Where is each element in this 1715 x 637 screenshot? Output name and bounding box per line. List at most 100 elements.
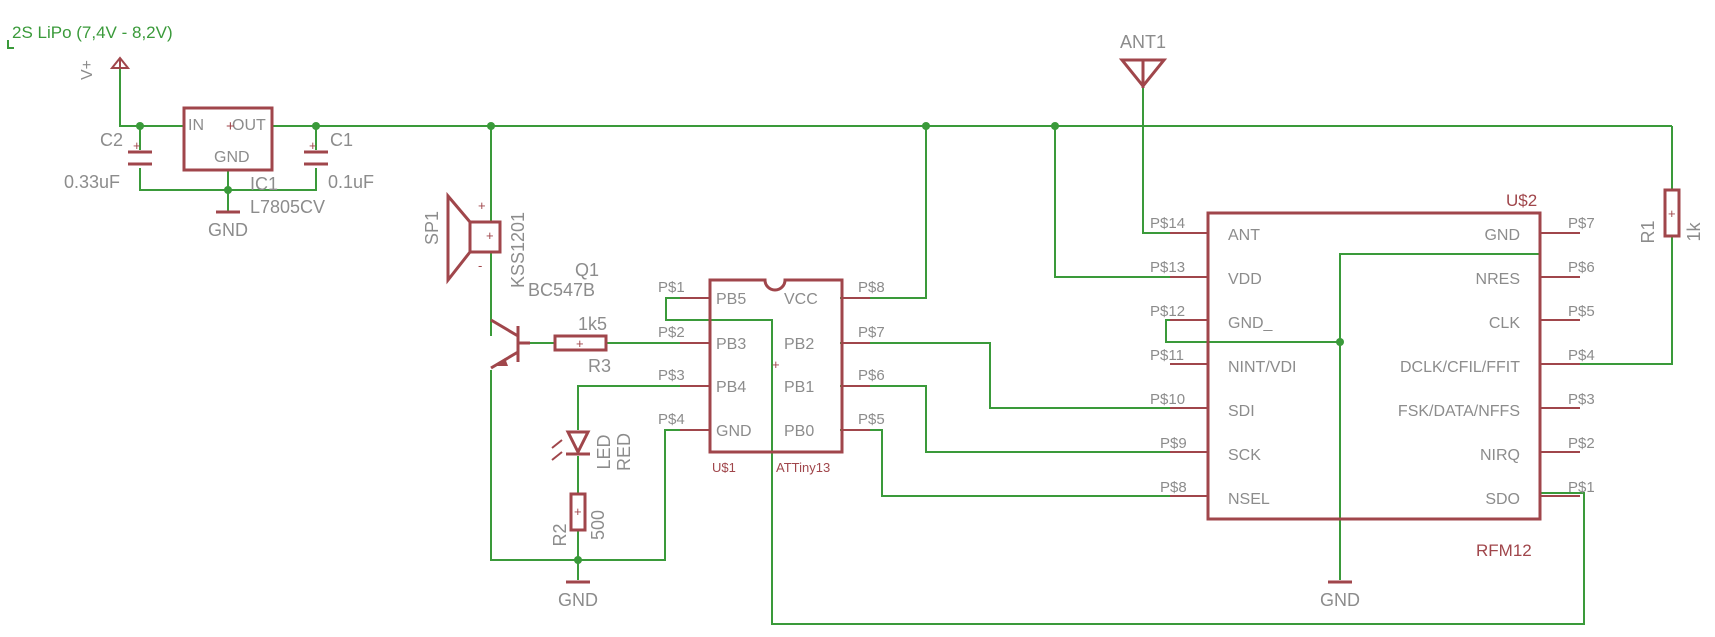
rf-pad-l2: P$13 bbox=[1150, 259, 1185, 276]
wire-ant bbox=[1142, 88, 1208, 234]
c2-name: C2 bbox=[100, 130, 123, 150]
c2-plus-mark: + bbox=[133, 138, 141, 153]
rf-pin-r6: NIRQ bbox=[1480, 447, 1520, 464]
sp-pin-minus: - bbox=[478, 258, 482, 273]
supply-label: 2S LiPo (7,4V - 8,2V) bbox=[12, 23, 173, 42]
rf-pad-r3: P$5 bbox=[1568, 303, 1595, 320]
reg-pin-gnd: GND bbox=[214, 149, 250, 166]
mcu-pad-l1: P$1 bbox=[658, 279, 685, 296]
rf-pin-r1: GND bbox=[1484, 227, 1520, 244]
rf-pin-r2: NRES bbox=[1476, 271, 1520, 288]
junction bbox=[1336, 338, 1344, 346]
junction bbox=[487, 122, 495, 130]
speaker-name: SP1 bbox=[422, 211, 442, 245]
mcu-u1: + P$1 P$2 P$3 P$4 PB5 PB3 PB4 GND VCC PB… bbox=[658, 278, 885, 475]
rf-pad-l7: P$8 bbox=[1160, 479, 1187, 496]
mcu-pad-l3: P$3 bbox=[658, 367, 685, 384]
mcu-pin-l2: PB3 bbox=[716, 336, 746, 353]
rf-pin-r4: DCLK/CFIL/FFIT bbox=[1400, 359, 1520, 376]
rf-pad-r4: P$4 bbox=[1568, 347, 1595, 364]
rf-pin-l6: SCK bbox=[1228, 447, 1261, 464]
rf-pin-l2: VDD bbox=[1228, 271, 1262, 288]
rf-pin-r3: CLK bbox=[1489, 315, 1520, 332]
wire-emitter-gnd bbox=[490, 370, 680, 561]
junction bbox=[312, 122, 320, 130]
supply-label-tick bbox=[7, 40, 14, 49]
mcu-pin-r1: VCC bbox=[784, 291, 818, 308]
rf-pin-l1: ANT bbox=[1228, 227, 1260, 244]
wire-pb4-led bbox=[577, 385, 680, 430]
wire-vcc bbox=[840, 126, 927, 299]
sp-plus-mark: + bbox=[486, 228, 494, 243]
r3-plus-mark: + bbox=[576, 336, 584, 351]
rf-value: RFM12 bbox=[1476, 541, 1532, 560]
q1-value: BC547B bbox=[528, 280, 595, 300]
reg-name: IC1 bbox=[250, 174, 278, 194]
mcu-pad-l2: P$2 bbox=[658, 324, 685, 341]
rf-pin-r5: FSK/DATA/NFFS bbox=[1398, 403, 1520, 420]
mcu-value: ATTiny13 bbox=[776, 460, 830, 475]
wires bbox=[119, 68, 1673, 625]
rf-pad-r5: P$3 bbox=[1568, 391, 1595, 408]
rf-pin-l4: NINT/VDI bbox=[1228, 359, 1296, 376]
wire-r1-dclk bbox=[1540, 236, 1673, 365]
rf-pad-r1: P$7 bbox=[1568, 215, 1595, 232]
regulator: IN OUT GND + IC1 L7805CV bbox=[182, 106, 325, 217]
mcu-pad-l4: P$4 bbox=[658, 411, 685, 428]
reg-pin-out: OUT bbox=[232, 117, 266, 134]
wire-vin bbox=[119, 68, 184, 127]
resistor-r1: + R1 1k bbox=[1638, 188, 1704, 244]
mcu-pad-r3: P$6 bbox=[858, 367, 885, 384]
supply-vplus-label: V+ bbox=[79, 60, 96, 80]
wire-pb2-sdi bbox=[840, 342, 1208, 409]
r2-name: R2 bbox=[550, 523, 570, 546]
junctions bbox=[136, 122, 1344, 564]
led-value: RED bbox=[614, 433, 634, 471]
mcu-pad-r1: P$8 bbox=[858, 279, 885, 296]
resistor-r2: + R2 500 bbox=[550, 492, 608, 547]
junction bbox=[136, 122, 144, 130]
mcu-center-mark: + bbox=[772, 357, 780, 372]
reg-value: L7805CV bbox=[250, 197, 325, 217]
antenna-ant1: ANT1 bbox=[1118, 32, 1168, 89]
mcu-pin-l4: GND bbox=[716, 423, 752, 440]
r2-plus-mark: + bbox=[574, 504, 582, 519]
rf-name: U$2 bbox=[1506, 191, 1537, 210]
rf-pad-l1: P$14 bbox=[1150, 215, 1185, 232]
gnd-symbol: GND bbox=[208, 210, 248, 240]
r1-name: R1 bbox=[1638, 220, 1658, 243]
rf-pad-r7: P$1 bbox=[1568, 479, 1595, 496]
mcu-pad-r2: P$7 bbox=[858, 324, 885, 341]
c2-value: 0.33uF bbox=[64, 172, 120, 192]
rf-pin-l7: NSEL bbox=[1228, 491, 1270, 508]
c1-value: 0.1uF bbox=[328, 172, 374, 192]
speaker-value: KSS1201 bbox=[508, 212, 528, 288]
c1-plus-mark: + bbox=[309, 138, 317, 153]
led: LED RED bbox=[551, 430, 634, 471]
mcu-name: U$1 bbox=[712, 460, 736, 475]
led-name: LED bbox=[594, 434, 614, 469]
c1-name: C1 bbox=[330, 130, 353, 150]
junction bbox=[1051, 122, 1059, 130]
reg-plus-mark: + bbox=[226, 118, 235, 135]
sp-pin-plus: + bbox=[478, 198, 486, 213]
r1-plus-mark: + bbox=[1668, 206, 1676, 221]
r3-name: R3 bbox=[588, 356, 611, 376]
mcu-pin-r3: PB1 bbox=[784, 379, 814, 396]
antenna-name: ANT1 bbox=[1120, 32, 1166, 52]
wire-vdd bbox=[1054, 126, 1208, 278]
transistor-q1: Q1 BC547B bbox=[490, 260, 599, 370]
mcu-pin-l1: PB5 bbox=[716, 291, 746, 308]
resistor-r3: + 1k5 R3 bbox=[553, 314, 611, 376]
r1-value: 1k bbox=[1684, 221, 1704, 241]
capacitor-c2: + C2 0.33uF bbox=[64, 130, 152, 192]
junction bbox=[224, 186, 232, 194]
gnd-label: GND bbox=[1320, 590, 1360, 610]
wire-pb1-sck bbox=[840, 385, 1208, 453]
q1-name: Q1 bbox=[575, 260, 599, 280]
rf-pad-r2: P$6 bbox=[1568, 259, 1595, 276]
rf-pad-l4: P$11 bbox=[1150, 347, 1184, 364]
reg-pin-in: IN bbox=[188, 117, 204, 134]
mcu-pin-r2: PB2 bbox=[784, 336, 814, 353]
